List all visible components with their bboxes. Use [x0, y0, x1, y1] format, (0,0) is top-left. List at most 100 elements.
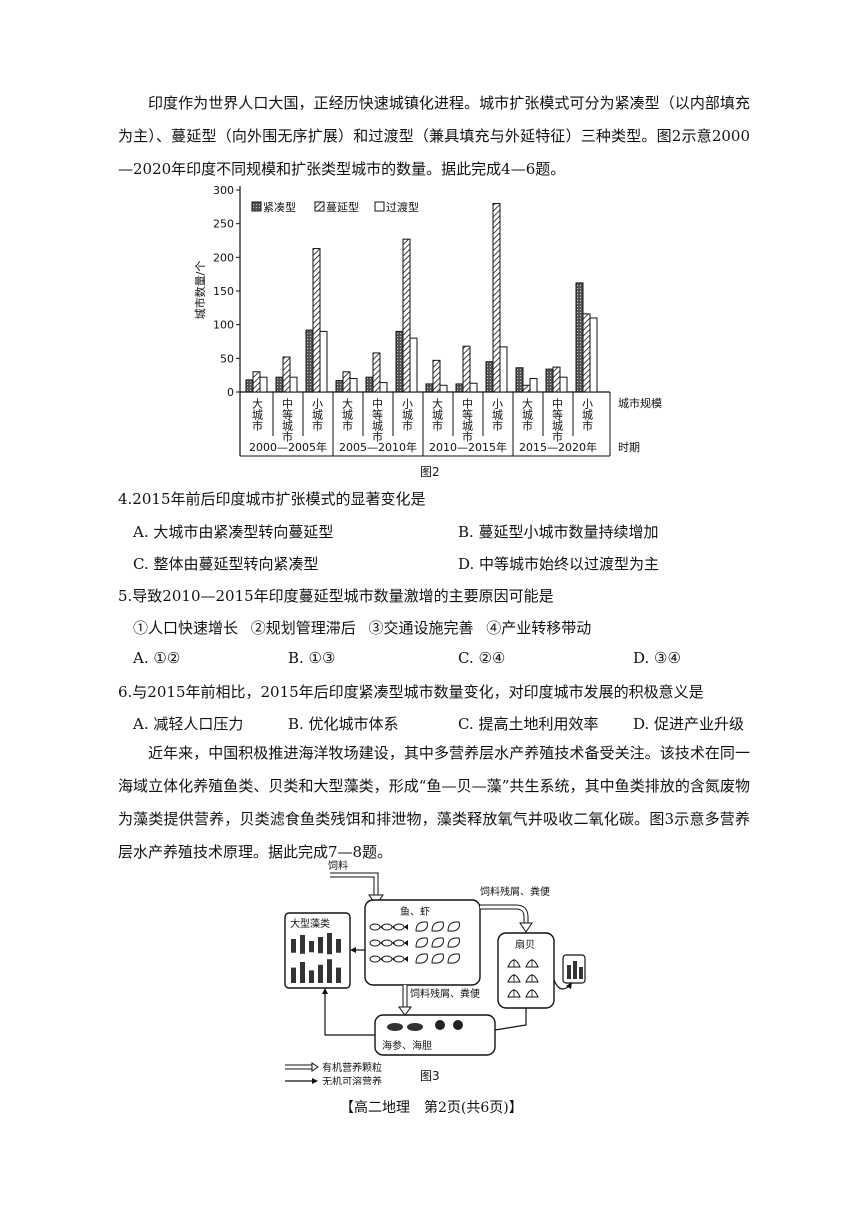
figure-3-legend: 有机营养颗粒 无机可溶营养: [285, 1061, 382, 1085]
period-label: 2015—2020年: [519, 440, 597, 454]
bar-0-4: [365, 376, 374, 393]
sea-cucumber-label: 海参、海胆: [382, 1039, 432, 1052]
x-tick-label: 中等城市: [371, 398, 384, 443]
x-tick-label: 小城市: [581, 398, 594, 432]
figure-3-diagram: 饲料 鱼、虾 饲料残屑、粪便 扇贝 大型藻类 饲料残屑、粪便: [284, 859, 586, 1085]
bar-2-11: [589, 317, 598, 393]
intro-paragraph-1: 印度作为世界人口大国，正经历快速城镇化进程。城市扩张模式可分为紧凑型（以内部填充…: [118, 94, 750, 178]
q5-option-c[interactable]: C. ②④: [458, 649, 506, 667]
bar-1-4: [372, 352, 381, 393]
x-tick-label: 中等城市: [551, 398, 564, 443]
q5-option-b[interactable]: B. ①③: [288, 649, 336, 667]
x-tick-label: 大城市: [341, 397, 354, 432]
bar-0-11: [575, 282, 584, 393]
residue-top-label: 饲料残屑、粪便: [480, 885, 550, 898]
bar-1-3: [342, 371, 351, 393]
figure-2-bar-chart: 050100150200250300城市数量/个紧凑型蔓延型过渡型大城市中等城市…: [193, 184, 662, 457]
q4-option-c[interactable]: C. 整体由蔓延型转向紧凑型: [133, 555, 319, 573]
bar-1-11: [582, 313, 591, 393]
x-tick-label: 大城市: [521, 397, 534, 432]
q6-option-a[interactable]: A. 减轻人口压力: [133, 715, 244, 733]
legend-inorganic-label: 无机可溶营养: [322, 1075, 382, 1085]
bar-0-8: [485, 361, 494, 393]
y-tick-label: 150: [213, 285, 234, 298]
y-axis-label: 城市数量/个: [193, 261, 207, 320]
bar-2-6: [439, 384, 448, 393]
q6-option-c[interactable]: C. 提高土地利用效率: [458, 715, 599, 733]
bar-0-6: [425, 383, 434, 393]
x-tick-label: 小城市: [491, 398, 504, 432]
q6-option-d[interactable]: D. 促进产业升级: [633, 715, 745, 733]
algae-label: 大型藻类: [290, 917, 330, 930]
scallop-label: 扇贝: [515, 938, 535, 951]
bar-2-7: [469, 382, 478, 393]
q4-option-b[interactable]: B. 蔓延型小城市数量持续增加: [458, 523, 659, 541]
bar-1-1: [282, 356, 291, 393]
y-tick-label: 100: [213, 319, 234, 332]
sea-cucumber-box: 海参、海胆: [374, 1014, 496, 1056]
bar-0-5: [395, 330, 404, 393]
bar-0-9: [515, 367, 524, 393]
x-tick-label: 中等城市: [461, 398, 474, 443]
bar-0-1: [275, 376, 284, 393]
x-axis-period-label: 时期: [618, 441, 640, 454]
bar-2-0: [259, 376, 268, 393]
feed-label: 饲料: [328, 859, 348, 872]
bar-1-8: [492, 202, 501, 393]
fish-icon: [369, 923, 408, 963]
q4-option-a[interactable]: A. 大城市由紧凑型转向蔓延型: [133, 523, 334, 541]
scallop-icon: [507, 959, 539, 998]
q6-option-b[interactable]: B. 优化城市体系: [288, 715, 399, 733]
bar-1-0: [252, 371, 261, 393]
bar-2-4: [379, 382, 388, 393]
y-tick-label: 0: [227, 386, 234, 399]
bar-0-10: [545, 368, 554, 393]
bar-1-7: [462, 345, 471, 393]
q5-option-d[interactable]: D. ③④: [633, 649, 681, 667]
question-6: 6.与2015年前相比，2015年后印度紧凑型城市数量变化，对印度城市发展的积极…: [118, 683, 704, 701]
x-tick-label: 大城市: [251, 397, 264, 432]
algae-small-box: [562, 954, 586, 984]
figure-3-caption: 图3: [420, 1069, 440, 1083]
bar-2-10: [559, 376, 568, 393]
x-tick-label: 小城市: [311, 398, 324, 432]
fish-shrimp-box: 鱼、虾: [364, 899, 481, 986]
question-4: 4.2015年前后印度城市扩张模式的显著变化是: [118, 490, 426, 508]
legend-swatch-0: [251, 201, 262, 212]
bar-2-1: [289, 376, 298, 393]
bar-1-10: [552, 366, 561, 393]
seaweed-icon: [291, 933, 341, 983]
bar-2-3: [349, 378, 358, 393]
fish-shrimp-label: 鱼、虾: [400, 905, 430, 918]
question-5: 5.导致2010—2015年印度蔓延型城市数量激增的主要原因可能是: [118, 587, 554, 605]
y-tick-label: 50: [220, 352, 234, 365]
bar-0-2: [305, 329, 314, 393]
residue-mid-label: 饲料残屑、粪便: [410, 987, 480, 1000]
legend-label-2: 过渡型: [386, 200, 419, 214]
period-label: 2000—2005年: [249, 440, 327, 454]
y-tick-label: 200: [213, 251, 234, 264]
bar-1-6: [432, 359, 441, 393]
period-label: 2005—2010年: [339, 440, 417, 454]
bar-2-9: [529, 378, 538, 393]
x-tick-label: 大城市: [431, 397, 444, 432]
algae-box: 大型藻类: [284, 912, 351, 989]
q4-option-d[interactable]: D. 中等城市始终以过渡型为主: [458, 555, 660, 573]
bar-1-2: [312, 248, 321, 393]
bar-1-5: [402, 238, 411, 393]
legend-organic-label: 有机营养颗粒: [322, 1061, 382, 1074]
sea-urchin-icon: [435, 1020, 463, 1030]
bar-0-3: [335, 380, 344, 393]
legend-label-1: 蔓延型: [326, 200, 359, 214]
q5-statements: ①人口快速增长 ②规划管理滞后 ③交通设施完善 ④产业转移带动: [133, 619, 592, 637]
figure-2-caption: 图2: [420, 465, 440, 479]
period-label: 2010—2015年: [429, 440, 507, 454]
page-footer: 【高二地理 第2页(共6页)】: [340, 1100, 523, 1116]
bar-0-7: [455, 383, 464, 393]
bar-0-0: [245, 379, 254, 393]
q5-option-a[interactable]: A. ①②: [133, 649, 181, 667]
x-tick-label: 中等城市: [281, 398, 294, 443]
intro-paragraph-2: 近年来，中国积极推进海洋牧场建设，其中多营养层水产养殖技术备受关注。该技术在同一…: [118, 744, 750, 861]
bar-1-9: [522, 384, 531, 393]
bar-2-8: [499, 346, 508, 393]
